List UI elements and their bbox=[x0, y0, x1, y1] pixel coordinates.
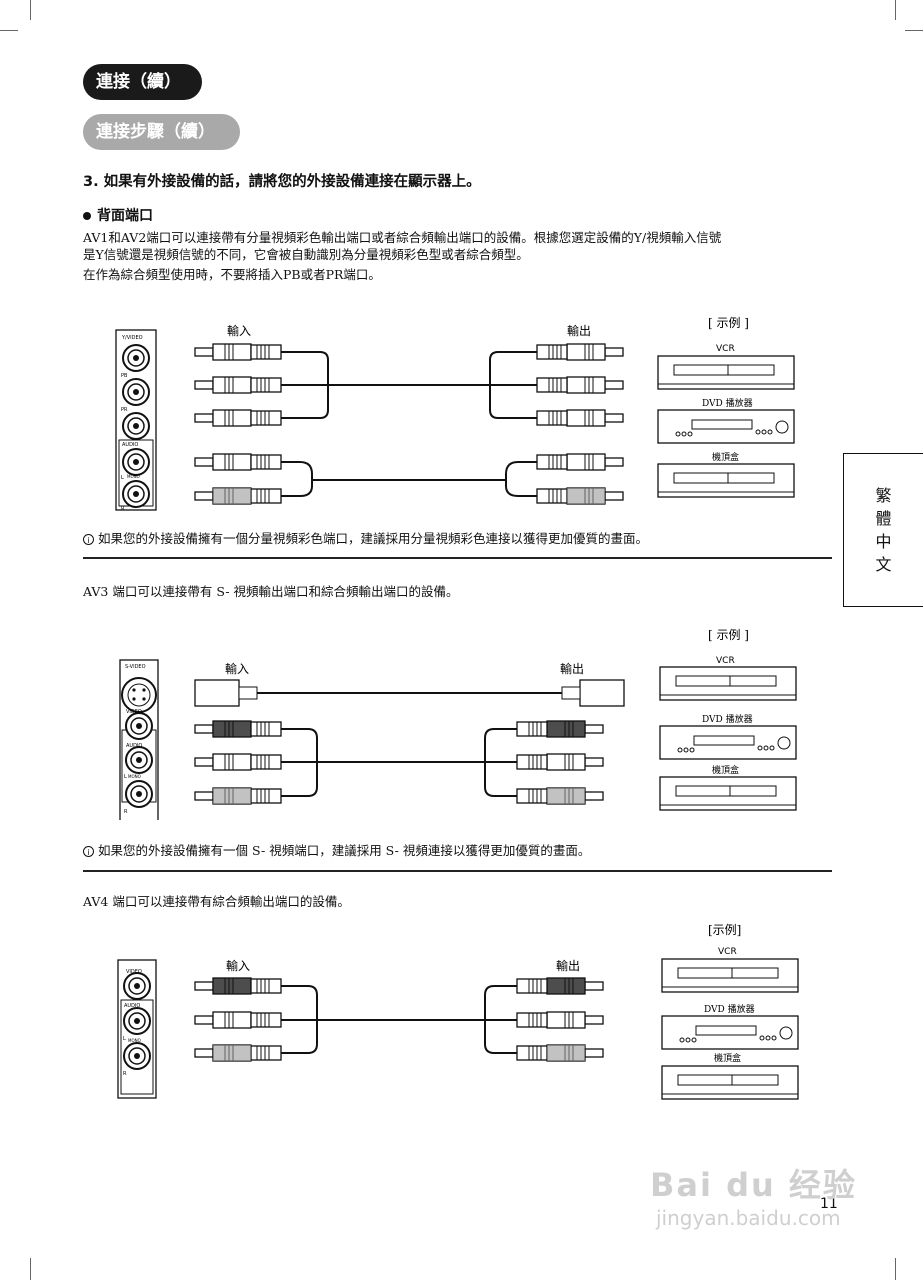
av3-description: AV3 端口可以連接帶有 S- 視頻輸出端口和綜合頻輸出端口的設備。 bbox=[83, 584, 459, 599]
example-label: [ 示例 ] bbox=[708, 316, 749, 330]
svg-text:PR: PR bbox=[121, 407, 128, 413]
svg-text:VIDEO: VIDEO bbox=[126, 709, 142, 715]
intro-line-2: 是Y信號還是視頻信號的不同，它會被自動識別為分量視頻彩色型或者綜合頻型。 bbox=[83, 247, 529, 262]
svg-text:[示例]: [示例] bbox=[708, 923, 741, 937]
svg-text:MONO: MONO bbox=[128, 774, 141, 779]
svg-text:VCR: VCR bbox=[718, 947, 737, 957]
crop-mark bbox=[0, 30, 18, 31]
intro-line-3: 在作為綜合頻型使用時，不要將插入PB或者PR端口。 bbox=[83, 267, 381, 282]
bullet-icon bbox=[83, 212, 91, 220]
svg-text:DVD 播放器: DVD 播放器 bbox=[704, 1003, 755, 1015]
divider bbox=[83, 557, 832, 559]
intro-line-1: AV1和AV2端口可以連接帶有分量視頻彩色輸出端口或者綜合頻輸出端口的設備。根據… bbox=[83, 230, 722, 245]
divider bbox=[83, 870, 832, 872]
crop-mark bbox=[30, 0, 31, 20]
svg-text:R: R bbox=[123, 1071, 127, 1077]
av4-description: AV4 端口可以連接帶有綜合頻輸出端口的設備。 bbox=[83, 894, 350, 909]
crop-mark bbox=[905, 30, 923, 31]
svg-text:R: R bbox=[124, 809, 128, 815]
svg-text:輸出: 輸出 bbox=[556, 958, 580, 973]
svg-text:L: L bbox=[124, 774, 127, 780]
tip-icon: i bbox=[83, 846, 94, 857]
av1-av2-diagram: Y/VIDEO PB PR AUDIO L MONO R 輸入 輸出 [ 示例 … bbox=[115, 316, 795, 512]
language-side-tab: 繁 體 中 文 bbox=[843, 453, 923, 607]
svg-text:AUDIO: AUDIO bbox=[124, 1003, 140, 1009]
svg-text:L: L bbox=[121, 475, 124, 481]
svg-text:機頂盒: 機頂盒 bbox=[712, 451, 739, 463]
svg-text:MONO: MONO bbox=[127, 474, 140, 479]
tip-icon: i bbox=[83, 534, 94, 545]
subsection-title: 連接步驟（續） bbox=[83, 114, 240, 150]
crop-mark bbox=[895, 0, 896, 20]
svg-text:輸入: 輸入 bbox=[226, 958, 250, 973]
svg-text:VCR: VCR bbox=[716, 344, 735, 354]
svg-text:Y/VIDEO: Y/VIDEO bbox=[121, 335, 143, 341]
in-label: 輸入 bbox=[227, 323, 251, 338]
svg-text:MONO: MONO bbox=[128, 1038, 141, 1043]
rear-ports-heading: 背面端口 bbox=[83, 205, 153, 225]
svg-text:輸入: 輸入 bbox=[225, 661, 249, 676]
section-title: 連接（續） bbox=[83, 64, 202, 100]
svg-text:VCR: VCR bbox=[716, 656, 735, 666]
svg-text:PB: PB bbox=[121, 373, 128, 379]
watermark: Bai du 经验 jingyan.baidu.com bbox=[650, 1166, 857, 1230]
svg-text:R: R bbox=[121, 506, 125, 512]
page-number: 11 bbox=[820, 1196, 838, 1212]
svg-text:DVD 播放器: DVD 播放器 bbox=[702, 397, 753, 409]
crop-mark bbox=[30, 1258, 31, 1280]
av3-diagram: S-VIDEO VIDEO AUDIO L MONO R 輸入 輸出 [ 示例 … bbox=[119, 628, 797, 820]
svg-text:機頂盒: 機頂盒 bbox=[714, 1052, 741, 1064]
svg-text:輸出: 輸出 bbox=[560, 661, 584, 676]
svg-text:VIDEO: VIDEO bbox=[126, 969, 142, 975]
svg-text:S-VIDEO: S-VIDEO bbox=[125, 664, 146, 670]
svg-text:L: L bbox=[123, 1036, 126, 1042]
svg-text:AUDIO: AUDIO bbox=[126, 743, 142, 749]
crop-mark bbox=[895, 1258, 896, 1280]
svg-text:機頂盒: 機頂盒 bbox=[712, 764, 739, 776]
av4-diagram: VIDEO AUDIO L MONO R 輸入 輸出 [示例] VCR DVD … bbox=[117, 923, 799, 1100]
svg-text:AUDIO: AUDIO bbox=[122, 442, 138, 448]
step-heading: 3. 如果有外接設備的話，請將您的外接設備連接在顯示器上。 bbox=[83, 174, 481, 190]
out-label: 輸出 bbox=[567, 323, 591, 338]
svg-text:DVD 播放器: DVD 播放器 bbox=[702, 713, 753, 725]
svg-text:[ 示例 ]: [ 示例 ] bbox=[708, 628, 749, 642]
